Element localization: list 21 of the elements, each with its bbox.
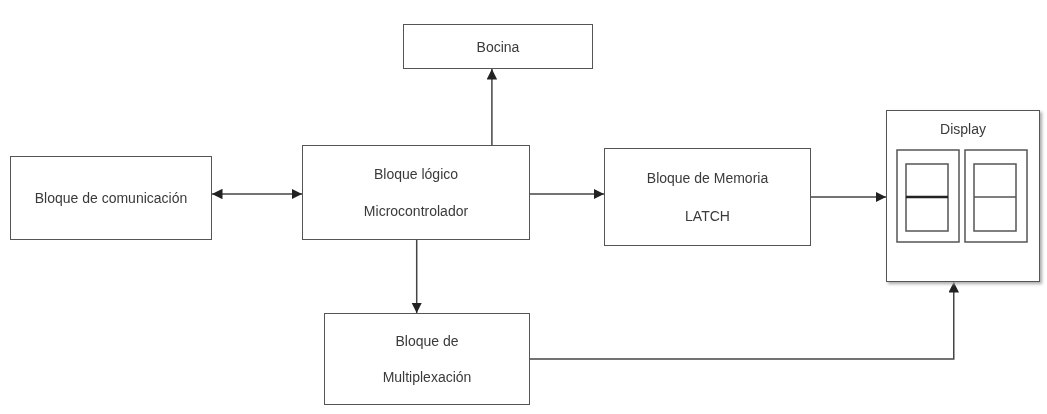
block-box — [324, 313, 530, 405]
display-box — [886, 110, 1040, 282]
block-label: Bloque lógico — [373, 166, 459, 183]
arrow — [411, 239, 422, 314]
arrow — [211, 188, 303, 200]
block-box — [604, 148, 811, 246]
block-label: Microcontrolador — [363, 202, 469, 219]
block-label: Bloque de comunicación — [34, 190, 188, 206]
block-box — [302, 145, 530, 240]
block-label: Display — [940, 121, 986, 137]
block-label: Bocina — [476, 38, 520, 55]
arrow — [529, 281, 959, 360]
block-label: Bloque de Memoria — [646, 170, 769, 187]
block-label: Bloque de — [395, 333, 459, 350]
block-box — [10, 156, 212, 240]
arrow — [529, 188, 605, 200]
block-label: LATCH — [685, 207, 730, 224]
arrow — [486, 68, 498, 146]
block-box — [403, 24, 593, 69]
arrow — [810, 191, 887, 203]
block-label: Multiplexación — [382, 368, 472, 385]
